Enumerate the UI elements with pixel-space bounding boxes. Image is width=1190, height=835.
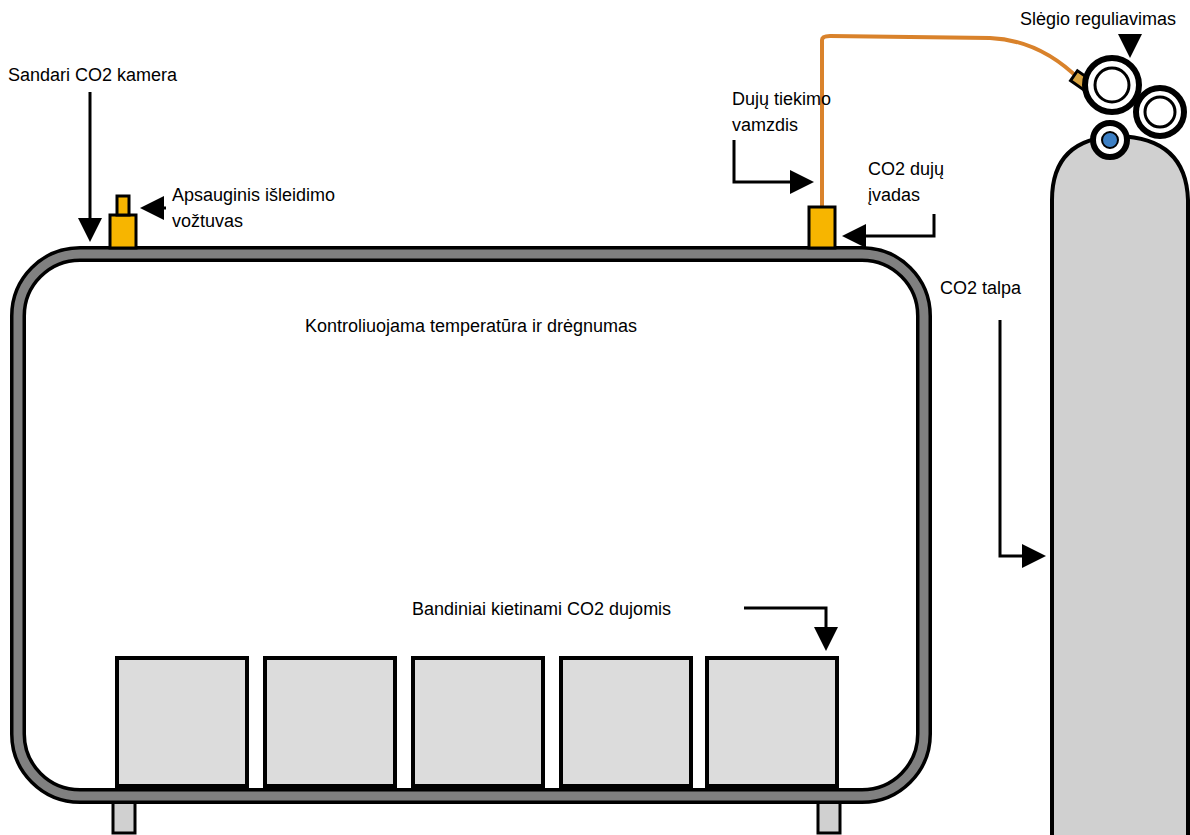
chamber-region: Kontroliuojama temperatūra ir drėgnumas <box>30 268 912 783</box>
relief-valve <box>110 215 136 248</box>
callout-label: Bandiniai kietinami CO2 dujomis <box>412 596 671 622</box>
co2-cylinder <box>1052 136 1188 835</box>
gas-pipe <box>822 36 1080 208</box>
pressure-regulator <box>1071 58 1184 157</box>
callout-label: CO2 talpa <box>940 275 1021 301</box>
callout-label: Dujų tiekimo vamzdis <box>732 86 842 138</box>
callout-label: Sandari CO2 kamera <box>8 62 177 88</box>
node-text: Kontroliuojama temperatūra ir drėgnumas <box>30 314 912 338</box>
callout-label: Slėgio reguliavimas <box>1020 6 1176 32</box>
chamber-wall-band <box>18 254 924 796</box>
samples <box>117 658 837 786</box>
chamber-wall <box>18 254 924 796</box>
leader-arrows <box>90 36 1130 645</box>
callout-label: CO2 dujų įvadas <box>868 156 968 208</box>
relief-valve-cap <box>117 196 129 215</box>
gas-inlet <box>809 207 835 248</box>
callout-label: Apsauginis išleidimo vožtuvas <box>172 182 372 234</box>
